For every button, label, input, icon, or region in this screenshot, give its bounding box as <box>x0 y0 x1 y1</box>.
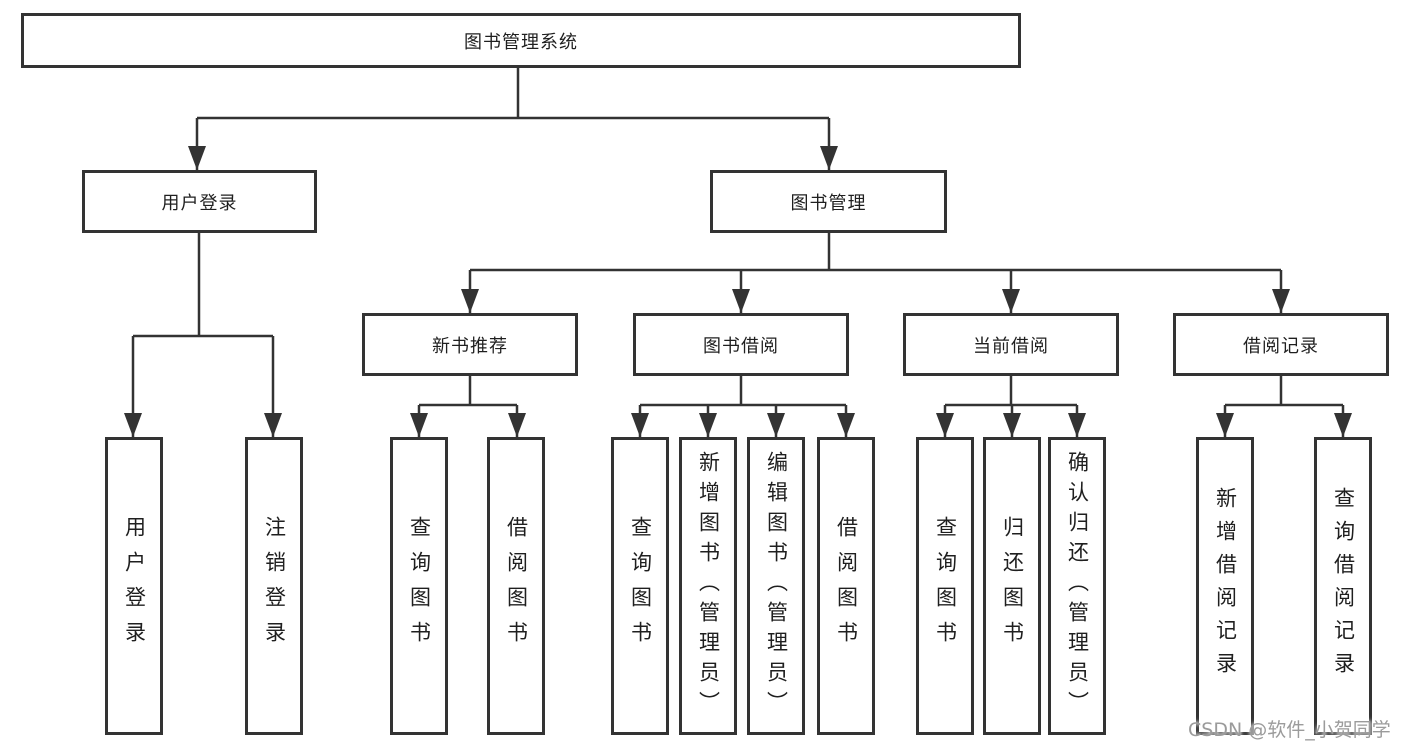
leaf-label: 新增借阅记录 <box>1213 487 1238 685</box>
leaf-label: 查询图书 <box>933 516 958 656</box>
node-current-borrowing: 当前借阅 <box>903 313 1119 376</box>
node-label: 用户登录 <box>161 192 238 214</box>
leaf-query-books-recommend: 查询图书 <box>390 437 448 735</box>
leaf-label: 注销登录 <box>262 516 287 656</box>
leaf-label: 编辑图书（管理员） <box>764 451 789 721</box>
leaf-query-borrow-record: 查询借阅记录 <box>1314 437 1372 735</box>
leaf-edit-books-admin: 编辑图书（管理员） <box>747 437 805 735</box>
leaf-label: 查询图书 <box>628 516 653 656</box>
node-book-management: 图书管理 <box>710 170 947 233</box>
leaf-label: 借阅图书 <box>504 516 529 656</box>
node-label: 图书管理系统 <box>464 31 578 53</box>
node-label: 当前借阅 <box>973 335 1049 357</box>
node-borrow-records: 借阅记录 <box>1173 313 1389 376</box>
node-label: 新书推荐 <box>432 335 508 357</box>
leaf-user-login: 用户登录 <box>105 437 163 735</box>
leaf-borrow-books: 借阅图书 <box>817 437 875 735</box>
node-library-system: 图书管理系统 <box>21 13 1021 68</box>
leaf-label: 查询图书 <box>407 516 432 656</box>
node-new-book-recommend: 新书推荐 <box>362 313 578 376</box>
leaf-borrow-books-recommend: 借阅图书 <box>487 437 545 735</box>
leaf-label: 用户登录 <box>122 516 147 656</box>
leaf-label: 新增图书（管理员） <box>696 451 721 721</box>
node-label: 图书管理 <box>790 192 867 214</box>
node-label: 借阅记录 <box>1243 335 1319 357</box>
node-user-login: 用户登录 <box>82 170 317 233</box>
leaf-query-books-borrowing: 查询图书 <box>611 437 669 735</box>
leaf-label: 查询借阅记录 <box>1331 487 1356 685</box>
leaf-add-books-admin: 新增图书（管理员） <box>679 437 737 735</box>
leaf-logout: 注销登录 <box>245 437 303 735</box>
node-book-borrowing: 图书借阅 <box>633 313 849 376</box>
leaf-confirm-return-admin: 确认归还（管理员） <box>1048 437 1106 735</box>
leaf-label: 借阅图书 <box>834 516 859 656</box>
node-label: 图书借阅 <box>703 335 779 357</box>
csdn-watermark: CSDN @软件_小贺同学 <box>1188 719 1391 741</box>
leaf-add-borrow-record: 新增借阅记录 <box>1196 437 1254 735</box>
leaf-label: 归还图书 <box>1000 516 1025 656</box>
leaf-query-books-current: 查询图书 <box>916 437 974 735</box>
leaf-return-books: 归还图书 <box>983 437 1041 735</box>
leaf-label: 确认归还（管理员） <box>1065 451 1090 721</box>
